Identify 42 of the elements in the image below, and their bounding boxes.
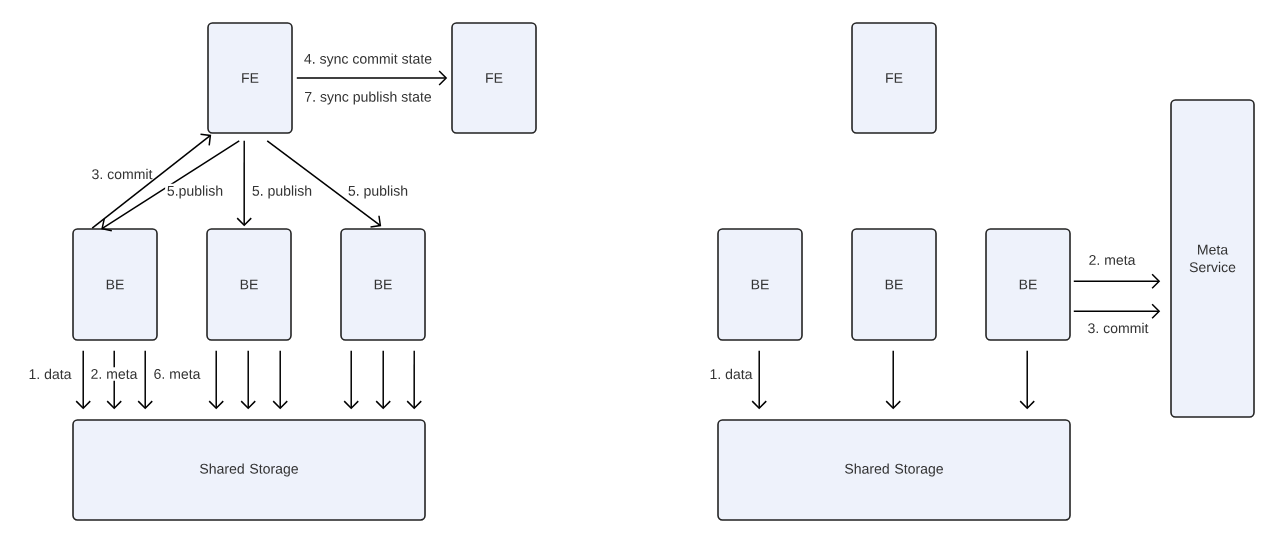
component-box: BE — [72, 228, 158, 341]
edge-label: 5.publish — [165, 183, 225, 201]
component-box: BE — [340, 228, 426, 341]
edge-label: 2. meta — [1089, 255, 1136, 265]
edge-label: 3. commit — [1088, 322, 1149, 334]
arrow — [266, 140, 382, 228]
edge-label: 1. data — [710, 368, 753, 380]
arrow — [208, 350, 224, 410]
storage-box: Shared Storage — [72, 419, 426, 521]
component-box: FE — [207, 22, 293, 134]
edge-label: 5. publish — [252, 185, 312, 199]
component-box: BE — [985, 228, 1071, 341]
arrow — [91, 133, 212, 229]
edge-label: 2. meta — [88, 367, 140, 381]
arrow — [75, 350, 91, 410]
edge-label: 4. sync commit state — [304, 53, 432, 67]
component-box: FE — [851, 22, 937, 134]
arrow — [272, 350, 288, 410]
edge-label: 6. meta — [154, 369, 201, 379]
text-label: 7. sync publish state — [305, 91, 432, 105]
arrow — [343, 350, 359, 410]
arrow — [236, 140, 252, 227]
arrow — [406, 350, 422, 410]
arrow — [1019, 350, 1035, 410]
arrow — [751, 350, 767, 410]
arrow — [885, 350, 901, 410]
arrow — [101, 140, 240, 232]
component-box: BE — [851, 228, 937, 341]
edge-label: 1. data — [29, 368, 72, 380]
arrow — [1073, 303, 1161, 319]
component-box: FE — [451, 22, 537, 134]
arrow — [296, 70, 448, 86]
arrow — [375, 350, 391, 410]
edge-label: 3. commit — [92, 168, 153, 180]
storage-box: Shared Storage — [717, 419, 1071, 521]
component-box: BE — [206, 228, 292, 341]
arrow — [240, 350, 256, 410]
component-box: BE — [717, 228, 803, 341]
arrow — [1073, 273, 1161, 289]
arrow — [137, 350, 153, 410]
service-box: Meta Service — [1170, 99, 1255, 418]
edge-label: 5. publish — [348, 185, 408, 199]
